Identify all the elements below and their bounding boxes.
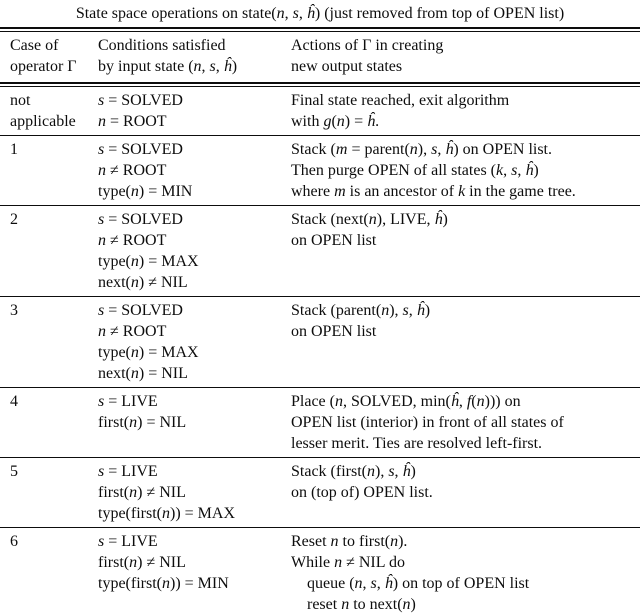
actions-cell: Stack (m = parent(n), s, ĥ) on OPEN list… xyxy=(291,141,576,200)
row-divider xyxy=(0,296,640,297)
case-cell: 4 xyxy=(10,393,18,410)
row-divider xyxy=(0,387,640,388)
table-title: State space operations on state(n, s, ĥ)… xyxy=(75,5,565,22)
row-divider xyxy=(0,135,640,136)
actions-cell: Stack (parent(n), s, ĥ)on OPEN list xyxy=(291,302,431,340)
row-divider xyxy=(0,205,640,206)
actions-cell: Reset n to first(n).While n ≠ NIL do que… xyxy=(291,533,530,613)
case-cell: 5 xyxy=(10,463,18,480)
actions-cell: Stack (first(n), s, ĥ)on (top of) OPEN l… xyxy=(291,463,433,501)
row-divider xyxy=(0,457,640,458)
actions-cell: Stack (next(n), LIVE, ĥ)on OPEN list xyxy=(291,211,448,249)
case-cell: 6 xyxy=(10,533,18,550)
row-divider xyxy=(0,527,640,528)
top-double-rule xyxy=(0,27,640,32)
case-cell: 1 xyxy=(10,141,18,158)
header-double-rule xyxy=(0,82,640,87)
case-cell: 2 xyxy=(10,211,18,228)
case-cell: 3 xyxy=(10,302,18,319)
